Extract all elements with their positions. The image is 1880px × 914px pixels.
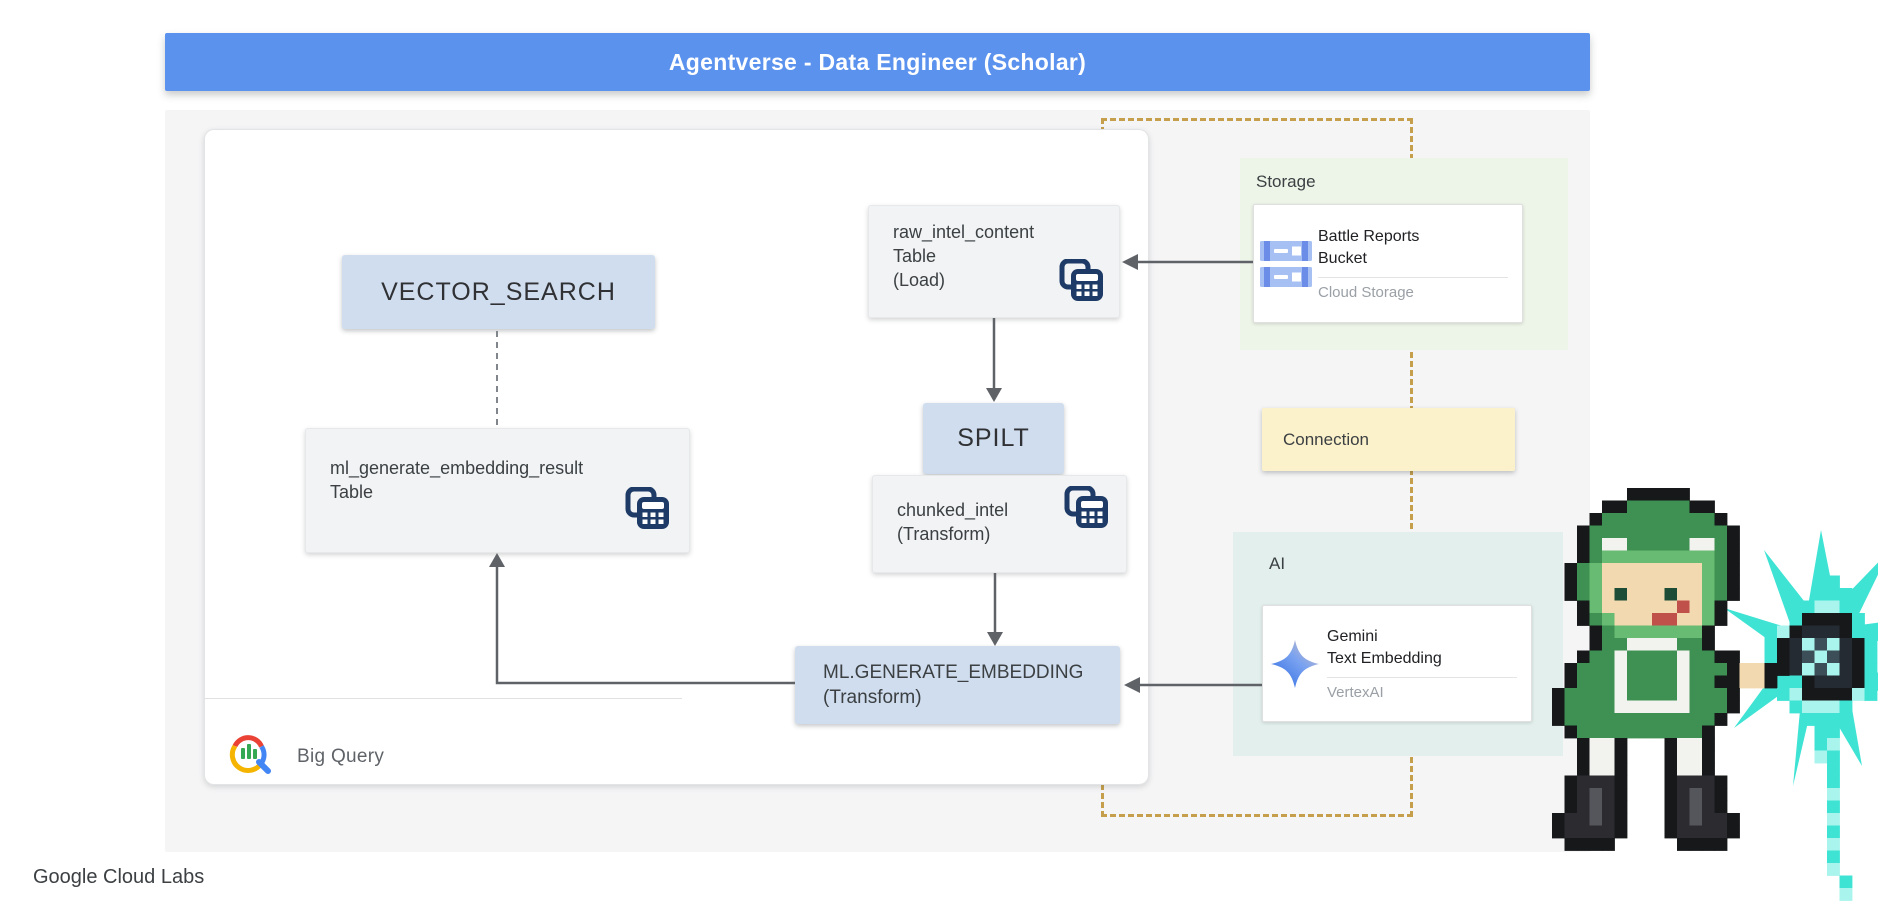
cloud-storage-bucket-icon [1254,240,1318,288]
gemini-sparkle-icon [1263,638,1327,690]
node-spilt: SPILT [923,403,1064,474]
storage-section-label: Storage [1256,172,1316,191]
title-banner: Agentverse - Data Engineer (Scholar) [165,33,1590,91]
bigquery-footer: Big Query [229,732,384,781]
connection-box: Connection [1262,408,1515,471]
raw-intel-line1: raw_intel_content [893,222,1035,242]
scholar-character-sprite [1552,488,1878,901]
table-icon [1064,485,1110,535]
vector-search-label: VECTOR_SEARCH [381,277,616,306]
gemini-text-embedding-card: Gemini Text Embedding VertexAI [1262,605,1532,722]
ml-generate-line2: (Transform) [823,687,922,708]
connection-label: Connection [1283,429,1370,449]
table-icon [1059,258,1105,308]
chunked-line2: (Transform) [897,524,991,544]
raw-intel-line2: Table [893,246,937,266]
node-vector-search: VECTOR_SEARCH [342,255,655,329]
storage-card-title-line1: Battle Reports [1318,228,1420,245]
node-raw-intel-content-table: raw_intel_content Table (Load) [868,205,1120,318]
ai-card-title-line2: Text Embedding [1327,650,1442,667]
storage-card-divider [1318,277,1508,278]
node-chunked-intel: chunked_intel (Transform) [872,475,1127,573]
ai-card-divider [1327,677,1517,678]
table-icon [625,486,671,536]
raw-intel-line3: (Load) [893,270,946,290]
storage-card-title-line2: Bucket [1318,250,1367,267]
ai-card-subtitle: VertexAI [1327,684,1384,701]
spell-burst [1724,530,1878,786]
chunked-line1: chunked_intel [897,500,1009,520]
ml-generate-line1: ML.GENERATE_EMBEDDING [823,662,1084,683]
ml-result-line1: ml_generate_embedding_result [330,458,584,478]
page-title: Agentverse - Data Engineer (Scholar) [668,48,1087,75]
ai-card-title-line1: Gemini [1327,628,1378,645]
storage-card-subtitle: Cloud Storage [1318,284,1414,301]
bigquery-product-label: Big Query [297,745,385,767]
spilt-label: SPILT [957,424,1030,452]
bigquery-footer-divider [204,698,682,699]
node-ml-generate-embedding-result-table: ml_generate_embedding_result Table [305,428,690,553]
ai-section-label: AI [1269,554,1286,573]
bigquery-logo-icon [229,732,273,781]
battle-reports-bucket-card: Battle Reports Bucket Cloud Storage [1253,204,1523,323]
ml-result-line2: Table [330,482,374,502]
google-cloud-labs-brand: Google Cloud Labs [33,866,205,888]
node-ml-generate-embedding: ML.GENERATE_EMBEDDING (Transform) [795,646,1120,724]
